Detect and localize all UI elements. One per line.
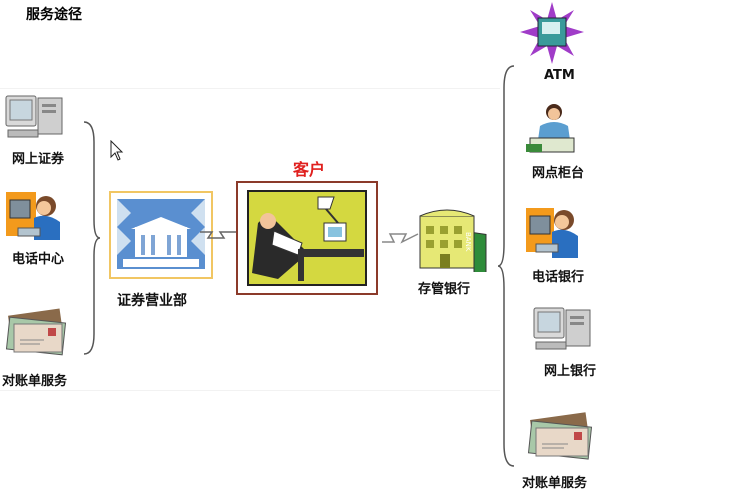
- right-channel-label: 网上银行: [544, 364, 597, 379]
- right-channel-atm[interactable]: [520, 2, 584, 64]
- bank-sign: BANK: [464, 232, 472, 252]
- right-channel-label: ATM: [544, 68, 575, 83]
- link-brokerage-client: [200, 231, 236, 239]
- background-line: [0, 88, 500, 89]
- client-frame[interactable]: [236, 181, 378, 295]
- atm-icon: [520, 2, 584, 64]
- brokerage-frame[interactable]: [109, 191, 213, 279]
- bank-node[interactable]: [412, 204, 498, 272]
- right-channel-label: 对账单服务: [522, 476, 588, 491]
- computer-icon: [533, 307, 591, 350]
- brokerage-label: 证券营业部: [117, 293, 187, 309]
- left-channel-phone-center[interactable]: [4, 188, 70, 242]
- mail-envelope-icon: [5, 308, 67, 356]
- right-channel-counter[interactable]: [524, 100, 580, 156]
- phone-operator-icon: [6, 192, 60, 240]
- client-at-computer-icon: [247, 190, 367, 286]
- mail-envelope-icon: [527, 412, 593, 460]
- computer-icon: [5, 95, 63, 138]
- left-brace: [83, 121, 101, 355]
- office-building-icon: [117, 199, 205, 269]
- left-channel-label: 电话中心: [12, 252, 65, 267]
- client-label: 客户: [293, 160, 326, 179]
- right-channel-online-banking[interactable]: [532, 304, 594, 354]
- left-channel-online-securities[interactable]: [4, 92, 68, 142]
- right-channel-label: 电话银行: [532, 270, 585, 285]
- left-channel-statement[interactable]: [4, 306, 74, 362]
- bank-label: 存管银行: [418, 282, 471, 297]
- left-channel-label: 网上证券: [12, 152, 65, 167]
- right-channel-phone-banking[interactable]: [524, 204, 582, 262]
- right-channel-statement[interactable]: [526, 410, 602, 468]
- bank-icon: [419, 209, 487, 272]
- bank-teller-icon: [526, 104, 575, 153]
- cursor-arrow-icon: [110, 140, 124, 161]
- right-brace: [497, 65, 515, 467]
- left-channel-label: 对账单服务: [2, 374, 68, 389]
- background-line: [0, 390, 500, 391]
- page-title: 服务途径: [26, 7, 82, 23]
- phone-operator-icon: [526, 208, 578, 258]
- link-client-bank: [382, 233, 419, 244]
- right-channel-label: 网点柜台: [532, 166, 585, 181]
